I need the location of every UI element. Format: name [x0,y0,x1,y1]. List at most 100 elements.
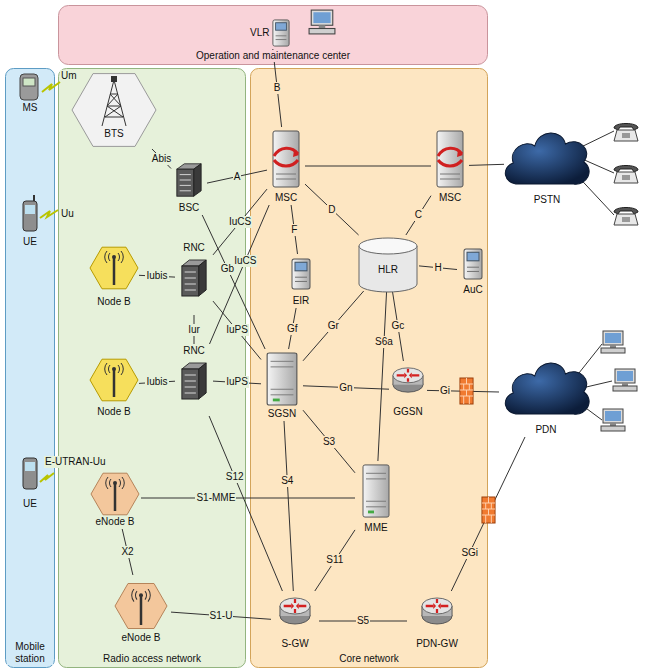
network-element: UE [15,454,45,510]
interface-label: C [414,209,423,221]
region-band: Mobile station MS UE UE [5,68,55,668]
interface-label: S6a [374,336,394,348]
interface-link [303,410,355,473]
interface-label: S3 [322,436,336,448]
network-element: eNode B [112,576,170,644]
element-name: SGSN [268,408,296,420]
air-interface-label: E-UTRAN-Uu [44,456,107,468]
ran-ground [59,69,246,668]
interface-label: A [233,171,242,183]
interface-link [210,205,270,344]
network-element: BTS [72,72,156,148]
interface-link [469,164,504,165]
network-element: GGSN [390,362,426,418]
element-name: PDN-GW [416,638,458,650]
network-element: Node B [90,352,138,418]
region-band: Core network MSC MSC EIR HLR AuC SGSN GGSN MME S-… [250,68,488,668]
element-name: BSC [179,202,200,214]
network-element: MS [15,72,45,114]
element-name: eNode B [122,632,161,644]
network-element: BSC [172,160,206,214]
interface-label: H [433,262,442,274]
region-title: Core network [337,653,400,665]
network-element: UE [15,198,45,248]
interface-label: Iubis [145,376,168,388]
interface-label: S4 [280,475,294,487]
element-name: eNode B [96,516,135,528]
interface-label: Gc [391,320,406,332]
interface-label: Gr [327,320,340,332]
element-name: HLR [378,264,398,276]
interface-label: D [327,204,336,216]
interface-label: F [290,224,298,236]
interface-link [213,301,261,359]
interface-label: Gf [286,323,299,335]
network-element: PSTN [505,120,589,206]
interface-link [303,291,364,361]
air-interface-label: Um [60,70,78,82]
mobile-ground [6,69,55,668]
interface-label: IuPS [225,376,249,388]
element-name: RNC [183,345,205,357]
interface-label: Abis [151,153,172,165]
element-name: UE [23,498,37,510]
interface-link [378,291,387,461]
interface-link [284,421,293,591]
element-name: Node B [97,296,130,308]
network-element: PDN [500,350,592,436]
network-element: Node B [90,240,138,308]
omc-ground [59,6,488,65]
interface-link [305,166,431,167]
air-interface-label: Uu [60,208,75,220]
interface-link [451,437,525,591]
network-element: S-GW [272,592,318,650]
element-name: PSTN [534,194,561,206]
interface-label: IuCS [233,255,257,267]
core-ground [251,69,488,668]
interface-label: Gi [439,385,451,397]
network-element: MSC [268,128,304,204]
element-name: S-GW [281,638,308,650]
interface-label: S12 [225,471,245,483]
interface-link [207,170,267,183]
interface-label: Gn [338,382,353,394]
network-element: MME [356,462,396,534]
interface-label: S1-U [209,610,234,622]
network-element: RNC [176,242,212,314]
network-element: RNC [176,345,212,415]
region-title: Operation and maintenance center [194,50,352,62]
interface-link [213,189,267,255]
interface-link [291,205,297,254]
element-name: MS [23,102,38,114]
network-element: EIR [286,255,316,307]
element-name: GGSN [393,406,422,418]
network-element: eNode B [90,468,140,528]
interface-link [315,530,355,591]
element-name: RNC [183,242,205,254]
network-element: AuC [458,246,488,296]
element-name: MSC [439,192,461,204]
interface-label: S5 [356,615,370,627]
interface-label: X2 [120,546,134,558]
interface-link [202,215,265,349]
interface-label: IuCS [228,216,252,228]
interface-label: IuPS [225,324,249,336]
interface-label: B [273,82,282,94]
element-name: UE [23,236,37,248]
interface-label: SGi [460,547,479,559]
element-name: MSC [275,192,297,204]
element-name: Node B [97,406,130,418]
network-element: MSC [432,128,468,204]
element-name: BTS [104,128,123,140]
element-name: AuC [463,284,482,296]
element-name: MME [364,522,387,534]
interface-label: S11 [325,554,344,566]
network-element: HLR [358,236,418,290]
region-title: Mobile station [7,641,53,665]
region-band: Operation and maintenance centerVLR [58,5,488,65]
interface-link [406,196,431,235]
interface-link [141,498,355,499]
